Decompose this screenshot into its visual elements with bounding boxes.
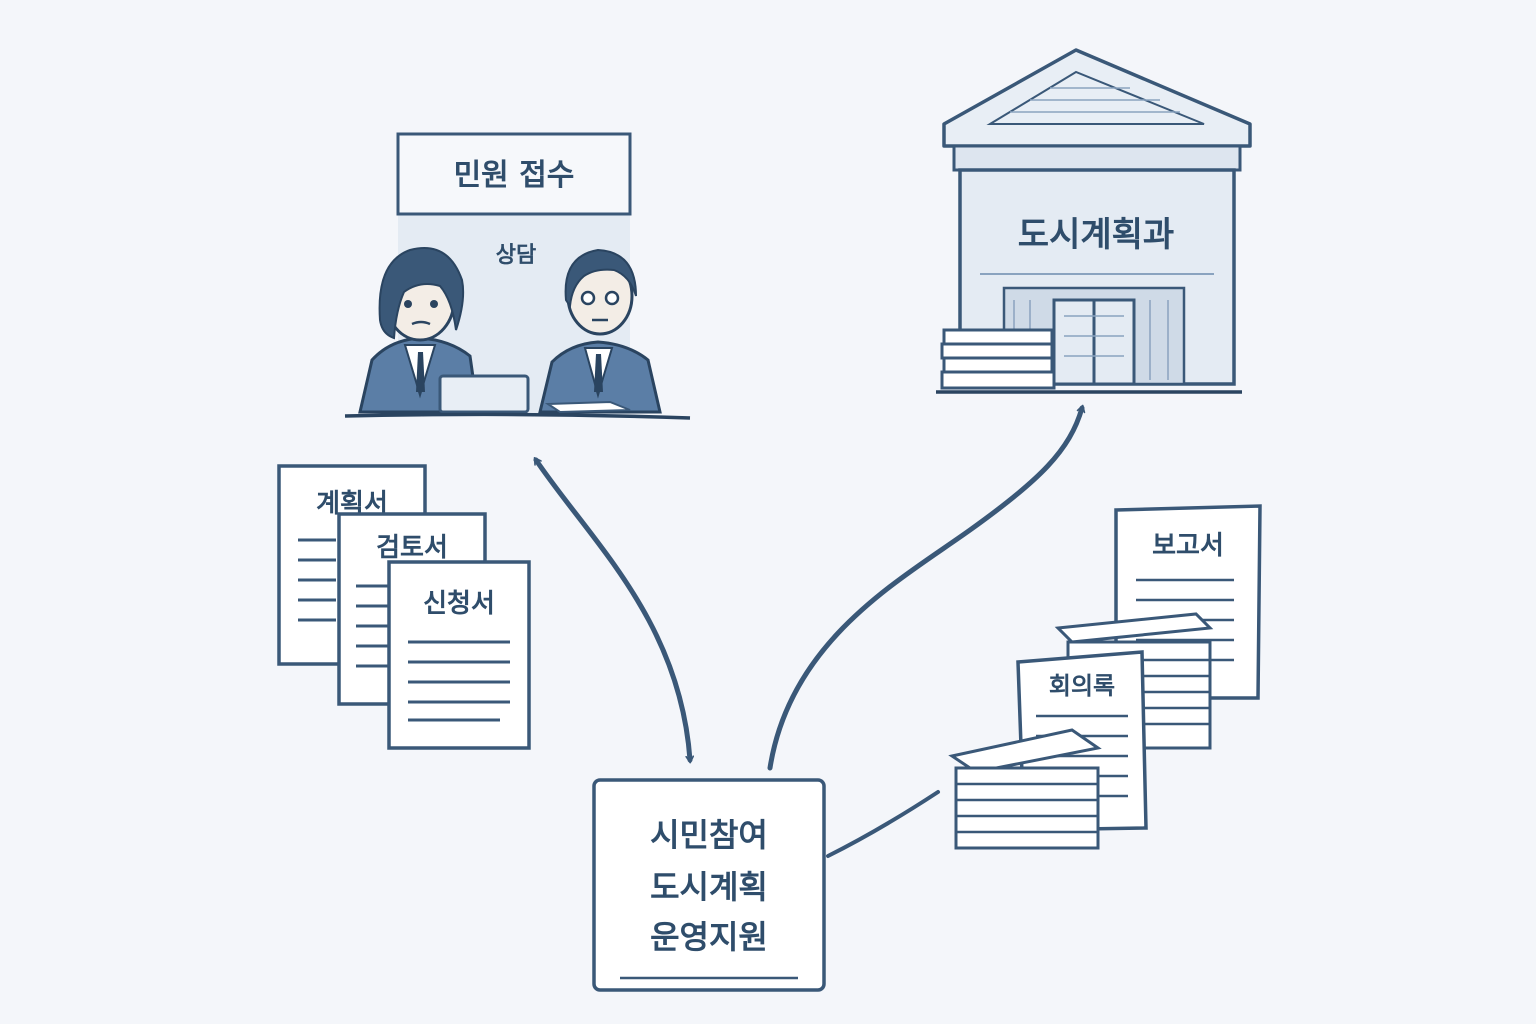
connector-line xyxy=(826,790,940,858)
person-right xyxy=(538,248,662,414)
right-document-report-title: 보고서 xyxy=(1152,531,1224,561)
government-building-icon: 도시계획과 xyxy=(936,48,1252,394)
left-document-3-title: 신청서 xyxy=(423,589,495,619)
center-box: 시민참여 도시계획 운영지원 xyxy=(592,778,826,992)
center-box-line-1: 시민참여 xyxy=(650,816,768,854)
left-document-3: 신청서 xyxy=(387,560,531,750)
building-roof xyxy=(942,48,1252,148)
meeting-banner-text: 민원 접수 xyxy=(454,158,575,193)
laptop-icon xyxy=(438,374,530,414)
meeting-banner xyxy=(396,132,632,216)
document-stack-icon: 계획서 검토서 신청서 xyxy=(277,464,531,750)
double-arrow-icon xyxy=(533,456,695,764)
meeting-sign-text: 상담 xyxy=(496,243,536,268)
center-box-line-3: 운영지원 xyxy=(650,918,768,956)
arrow-icon xyxy=(767,404,1086,771)
right-document-minutes-title: 회의록 xyxy=(1049,672,1115,700)
center-box-line-2: 도시계획 xyxy=(650,868,768,906)
paper-pile-icon xyxy=(940,328,1056,390)
meeting-desk xyxy=(344,412,691,420)
left-document-2-title: 검토서 xyxy=(376,533,448,563)
meeting-scene: 민원 접수 상담 xyxy=(344,132,691,420)
right-document-pile: 보고서 회의록 xyxy=(948,504,1262,850)
meeting-people-icon xyxy=(358,247,662,414)
building-sign-text: 도시계획과 xyxy=(1018,215,1174,255)
paper-stack-front xyxy=(948,728,1102,850)
